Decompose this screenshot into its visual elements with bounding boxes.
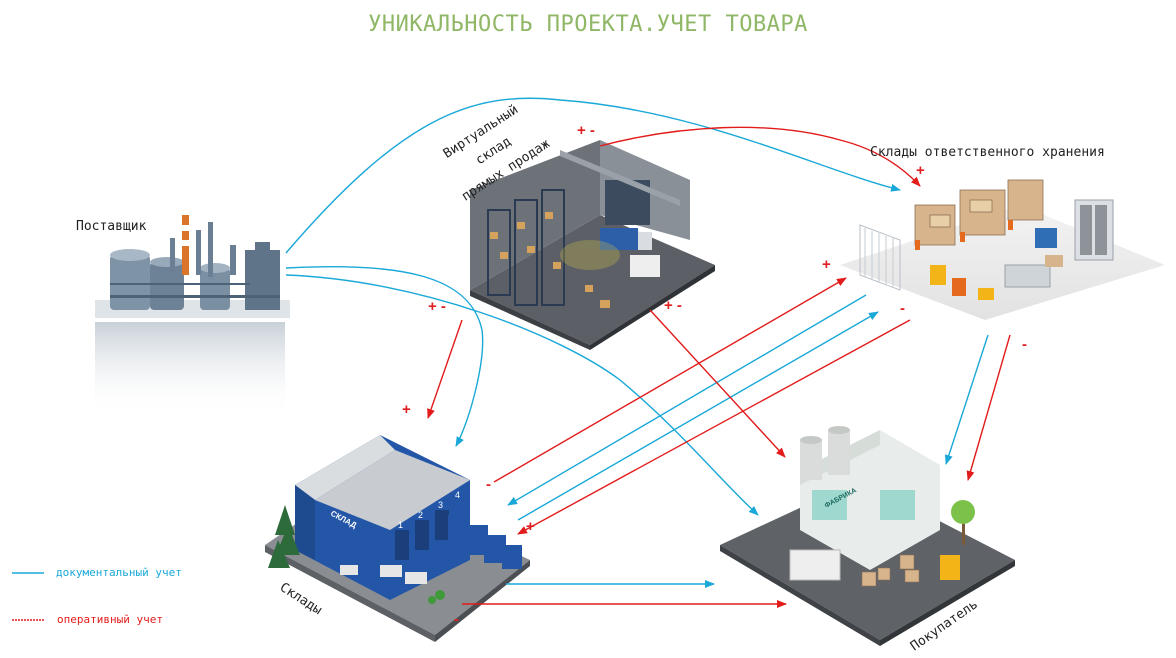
flow-doc-supplier-to-custody: [285, 97, 901, 254]
page-title: УНИКАЛЬНОСТЬ ПРОЕКТА.УЧЕТ ТОВАРА: [368, 12, 808, 37]
legend-operative-label: оперативный учет: [57, 613, 163, 626]
sign-warehouses-plus: +: [526, 518, 535, 535]
buyer-factory-illustration: [720, 426, 1015, 646]
legend-documentary-label: документальный учет: [56, 566, 182, 579]
flow-op-virtual-to-custody: [599, 126, 921, 187]
flow-doc-supplier-to-warehouses: [285, 265, 484, 447]
custody-warehouses-label: Склады ответственного хранения: [870, 145, 1105, 160]
sign-virtual-top: + -: [577, 122, 595, 139]
supplier-refinery-illustration: [95, 215, 290, 417]
custody-warehouse-illustration: [840, 179, 1165, 320]
sign-warehouses-minus: -: [486, 476, 491, 493]
flow-doc-supplier-to-buyer: [285, 274, 759, 516]
dock-number-2: 2: [418, 510, 423, 520]
flow-op-supplier-to-warehouses: [427, 319, 463, 419]
sign-custody-minus: -: [900, 300, 905, 317]
warehouses-illustration: [265, 435, 530, 642]
sign-warehouses-bottom-minus: -: [454, 611, 459, 628]
flow-doc-warehouses-to-custody: [517, 311, 879, 521]
virtual-warehouse-illustration: [470, 140, 715, 350]
dock-number-3: 3: [438, 500, 443, 510]
flow-doc-custody-to-warehouses: [507, 294, 867, 506]
flow-op-virtual-to-buyer: [649, 309, 786, 458]
supplier-label: Поставщик: [76, 219, 147, 234]
flow-op-custody-to-buyer: [966, 334, 1011, 481]
sign-custody-plus: +: [916, 162, 925, 179]
sign-virtual-bottom: + -: [664, 297, 682, 314]
flow-op-warehouses-to-custody: [493, 277, 847, 483]
sign-supplier-out: + -: [428, 298, 446, 315]
flow-op-custody-to-warehouses: [517, 319, 911, 535]
sign-warehouses-top-plus: +: [402, 401, 411, 418]
flow-doc-custody-to-buyer: [944, 334, 989, 465]
sign-custody-left-plus: +: [822, 256, 831, 273]
dock-number-4: 4: [455, 490, 460, 500]
operative-flows: [427, 126, 1011, 608]
dock-number-1: 1: [398, 520, 403, 530]
sign-custody-right-minus: -: [1022, 336, 1027, 353]
documentary-flows: [285, 97, 989, 588]
